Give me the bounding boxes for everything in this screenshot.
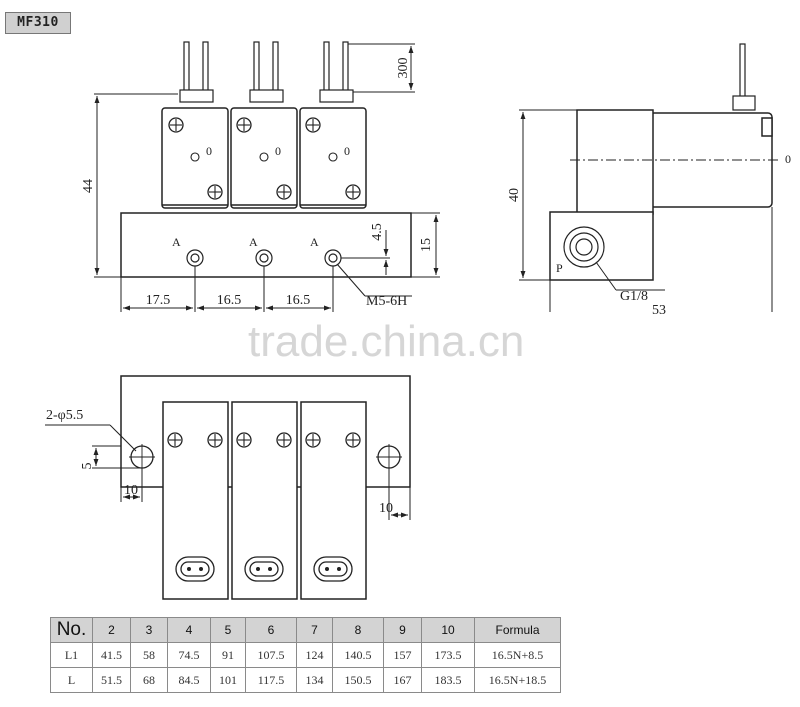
- dimension-table: No. 2 3 4 5 6 7 8 9 10 Formula L1 41.5 5…: [50, 617, 561, 693]
- table-cell: 91: [210, 642, 246, 668]
- dim-hole-offset-5: 5: [80, 463, 95, 470]
- watermark-text: trade.china.cn: [248, 317, 524, 366]
- side-center-label: 0: [785, 152, 791, 166]
- header-cell-formula: Formula: [474, 617, 561, 643]
- side-thread-label: G1/8: [620, 289, 648, 304]
- dim-base-15: 15: [419, 238, 434, 252]
- table-cell: 140.5: [332, 642, 384, 668]
- dim-left-10: 10: [124, 483, 138, 498]
- coil-wires: [179, 41, 354, 103]
- dim-right-10: 10: [379, 501, 393, 516]
- header-cell: 7: [296, 617, 333, 643]
- hole-label: 2-φ5.5: [46, 408, 83, 423]
- dim-spacing-16-5-a: 16.5: [217, 293, 242, 308]
- row-label: L: [50, 667, 93, 693]
- table-row: L1 41.5 58 74.5 91 107.5 124 140.5 157 1…: [50, 642, 561, 668]
- table-cell: 84.5: [167, 667, 211, 693]
- header-cell: 6: [245, 617, 297, 643]
- dim-port-4-5: 4.5: [370, 223, 385, 241]
- dim-spacing-17-5: 17.5: [146, 293, 171, 308]
- table-cell-formula: 16.5N+8.5: [474, 642, 561, 668]
- table-cell: 58: [130, 642, 168, 668]
- table-cell: 101: [210, 667, 246, 693]
- table-cell: 107.5: [245, 642, 297, 668]
- header-cell: 5: [210, 617, 246, 643]
- table-cell: 183.5: [421, 667, 475, 693]
- table-cell: 124: [296, 642, 333, 668]
- port-label-1: A: [172, 235, 181, 249]
- header-cell: 8: [332, 617, 384, 643]
- coil-center-marks: [190, 152, 338, 162]
- table-cell: 51.5: [92, 667, 131, 693]
- thread-label-m5: M5-6H: [366, 294, 407, 309]
- table-header-row: No. 2 3 4 5 6 7 8 9 10 Formula: [50, 617, 561, 643]
- port-label-3: A: [310, 235, 319, 249]
- header-cell: 2: [92, 617, 131, 643]
- side-view: 0 P 40 G1/8 53: [507, 43, 791, 318]
- row-label: L1: [50, 642, 93, 668]
- table-cell: 157: [383, 642, 422, 668]
- center-label-3: 0: [344, 144, 350, 158]
- table-cell: 74.5: [167, 642, 211, 668]
- side-dim-height-40: 40: [507, 188, 522, 202]
- table-cell: 117.5: [245, 667, 297, 693]
- bottom-view: 2-φ5.5 5 10 10: [45, 375, 411, 600]
- header-cell: 3: [130, 617, 168, 643]
- header-cell: 9: [383, 617, 422, 643]
- table-row: L 51.5 68 84.5 101 117.5 134 150.5 167 1…: [50, 667, 561, 693]
- port-holes: [186, 249, 342, 267]
- side-port-label: P: [556, 261, 563, 275]
- dim-spacing-16-5-b: 16.5: [286, 293, 311, 308]
- side-dim-53: 53: [652, 303, 666, 318]
- dim-wire-300: 300: [396, 58, 411, 79]
- table-cell: 68: [130, 667, 168, 693]
- table-cell: 173.5: [421, 642, 475, 668]
- center-label-1: 0: [206, 144, 212, 158]
- model-label: MF310: [5, 12, 71, 34]
- manifold-base: [120, 212, 412, 278]
- connector-slots: [175, 556, 353, 582]
- coil-bodies: [161, 107, 367, 209]
- header-cell: 4: [167, 617, 211, 643]
- table-cell: 134: [296, 667, 333, 693]
- table-cell-formula: 16.5N+18.5: [474, 667, 561, 693]
- table-cell: 41.5: [92, 642, 131, 668]
- table-cell: 150.5: [332, 667, 384, 693]
- port-label-2: A: [249, 235, 258, 249]
- table-cell: 167: [383, 667, 422, 693]
- header-cell: 10: [421, 617, 475, 643]
- dim-height-44: 44: [81, 179, 96, 193]
- header-cell-no: No.: [50, 617, 93, 643]
- front-view: 0 0 0 A A A 44 300: [81, 41, 440, 312]
- center-label-2: 0: [275, 144, 281, 158]
